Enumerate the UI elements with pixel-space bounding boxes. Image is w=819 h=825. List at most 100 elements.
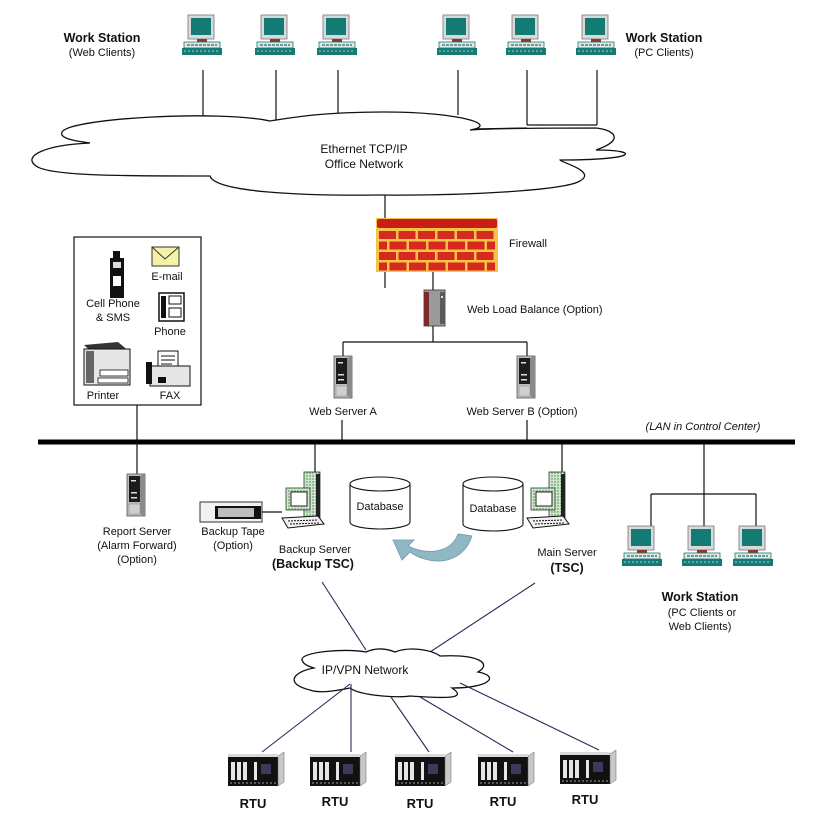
lan-label: (LAN in Control Center) bbox=[646, 421, 761, 433]
rtu-label: RTU bbox=[490, 794, 517, 809]
workstation-icon bbox=[732, 525, 774, 567]
top-wires bbox=[202, 70, 598, 130]
backup-tape-label-line2: (Option) bbox=[213, 540, 253, 552]
web-server-b-label: Web Server B (Option) bbox=[466, 406, 577, 418]
workstation-subtitle: (Web Clients) bbox=[69, 47, 135, 59]
backup-tape-label-line1: Backup Tape bbox=[201, 526, 264, 538]
workstation-icon bbox=[621, 525, 663, 567]
firewall-brick bbox=[476, 231, 494, 239]
server-tower-icon bbox=[333, 355, 353, 399]
main-server-label-line1: Main Server bbox=[537, 547, 597, 559]
backup-server-label-line2: (Backup TSC) bbox=[272, 557, 354, 571]
rtu-label: RTU bbox=[572, 792, 599, 807]
firewall-brick bbox=[418, 252, 435, 260]
workstation-icon bbox=[681, 525, 723, 567]
firewall-label: Firewall bbox=[509, 238, 547, 250]
workstation-icon bbox=[181, 14, 223, 56]
phone-icon bbox=[158, 292, 185, 322]
firewall-brick bbox=[428, 241, 446, 250]
workstation-subtitle-line2: Web Clients) bbox=[669, 621, 732, 633]
database-label: Database bbox=[469, 503, 516, 515]
report-server-icon bbox=[126, 473, 146, 517]
workstation-subtitle: (PC Clients) bbox=[634, 47, 693, 59]
rtu-label: RTU bbox=[407, 796, 434, 811]
printer-icon bbox=[83, 342, 131, 386]
database-main: Database bbox=[462, 476, 524, 532]
firewall-brick bbox=[379, 231, 396, 239]
backup-tape-icon bbox=[199, 501, 282, 523]
load-balancer-label: Web Load Balance (Option) bbox=[467, 304, 603, 316]
cell-phone-icon bbox=[110, 251, 124, 298]
office-network-label-line2: Office Network bbox=[325, 157, 404, 171]
rtu-icon bbox=[227, 751, 285, 787]
replication-arrow-icon bbox=[392, 533, 473, 562]
wan-links bbox=[321, 581, 536, 655]
firewall-brick bbox=[398, 252, 416, 260]
server-tower-icon bbox=[516, 355, 536, 399]
database-label: Database bbox=[356, 501, 403, 513]
rtu-icon bbox=[559, 749, 617, 785]
workstation-group-pc-clients: Work Station (PC Clients) bbox=[436, 14, 703, 59]
cell-phone-label-line1: Cell Phone bbox=[86, 298, 140, 310]
firewall-brick bbox=[476, 252, 494, 260]
workstation-icon bbox=[575, 14, 617, 56]
fax-icon bbox=[146, 350, 191, 387]
backup-server-label-line1: Backup Server bbox=[279, 544, 351, 556]
load-balancer-icon bbox=[423, 289, 446, 327]
rtu-row: RTU RTU RTU RTU RTU bbox=[227, 749, 617, 811]
firewall-brick bbox=[379, 252, 396, 260]
firewall-brick bbox=[379, 262, 387, 271]
vpn-network-label: IP/VPN Network bbox=[322, 663, 410, 677]
firewall-brick bbox=[398, 231, 416, 239]
web-server-wires bbox=[341, 326, 528, 441]
report-server-label-line3: (Option) bbox=[117, 554, 157, 566]
firewall-icon bbox=[376, 218, 498, 272]
rtu-links bbox=[261, 682, 600, 753]
email-label: E-mail bbox=[151, 271, 182, 283]
firewall-brick bbox=[418, 231, 435, 239]
report-server-label-line1: Report Server bbox=[103, 526, 172, 538]
office-network-label-line1: Ethernet TCP/IP bbox=[320, 142, 407, 156]
workstation-title: Work Station bbox=[626, 31, 703, 45]
workstation-group-control-center: Work Station (PC Clients or Web Clients) bbox=[621, 525, 774, 633]
database-backup: Database bbox=[349, 476, 411, 530]
workstation-icon bbox=[436, 14, 478, 56]
workstation-subtitle-line1: (PC Clients or bbox=[668, 607, 737, 619]
report-server-label-line2: (Alarm Forward) bbox=[97, 540, 176, 552]
firewall-brick bbox=[448, 241, 465, 250]
firewall-brick bbox=[448, 262, 465, 271]
firewall-brick bbox=[457, 252, 474, 260]
firewall-brick bbox=[409, 241, 426, 250]
phone-label: Phone bbox=[154, 326, 186, 338]
rtu-label: RTU bbox=[240, 796, 267, 811]
firewall-brick bbox=[389, 262, 407, 271]
fax-label: FAX bbox=[160, 390, 181, 402]
workstation-icon bbox=[316, 14, 358, 56]
firewall-brick bbox=[379, 241, 387, 250]
web-server-b: Web Server B (Option) bbox=[466, 355, 578, 418]
firewall-brick bbox=[467, 241, 485, 250]
cell-phone-label-line2: & SMS bbox=[96, 312, 130, 324]
firewall-brick bbox=[428, 262, 446, 271]
workstation-icon bbox=[254, 14, 296, 56]
control-workstation-wires bbox=[650, 442, 757, 530]
firewall-brick bbox=[437, 252, 455, 260]
workstation-title: Work Station bbox=[662, 590, 739, 604]
workstation-title: Work Station bbox=[64, 31, 141, 45]
firewall-brick bbox=[389, 241, 407, 250]
firewall-brick bbox=[437, 231, 455, 239]
notification-devices-box: Cell Phone & SMS E-mail Phone Printer bbox=[73, 236, 202, 406]
web-server-a: Web Server A bbox=[309, 355, 377, 418]
rtu-icon bbox=[309, 751, 367, 787]
firewall-brick bbox=[467, 262, 485, 271]
workstation-group-web-clients: Work Station (Web Clients) bbox=[64, 14, 358, 59]
main-server-icon bbox=[526, 471, 570, 529]
printer-label: Printer bbox=[87, 390, 120, 402]
firewall-brick bbox=[409, 262, 426, 271]
email-icon bbox=[151, 246, 180, 267]
ip-vpn-network-cloud: IP/VPN Network bbox=[293, 648, 491, 699]
office-network-cloud: Ethernet TCP/IP Office Network bbox=[31, 111, 627, 196]
main-server-label-line2: (TSC) bbox=[550, 561, 583, 575]
rtu-icon bbox=[477, 751, 535, 787]
